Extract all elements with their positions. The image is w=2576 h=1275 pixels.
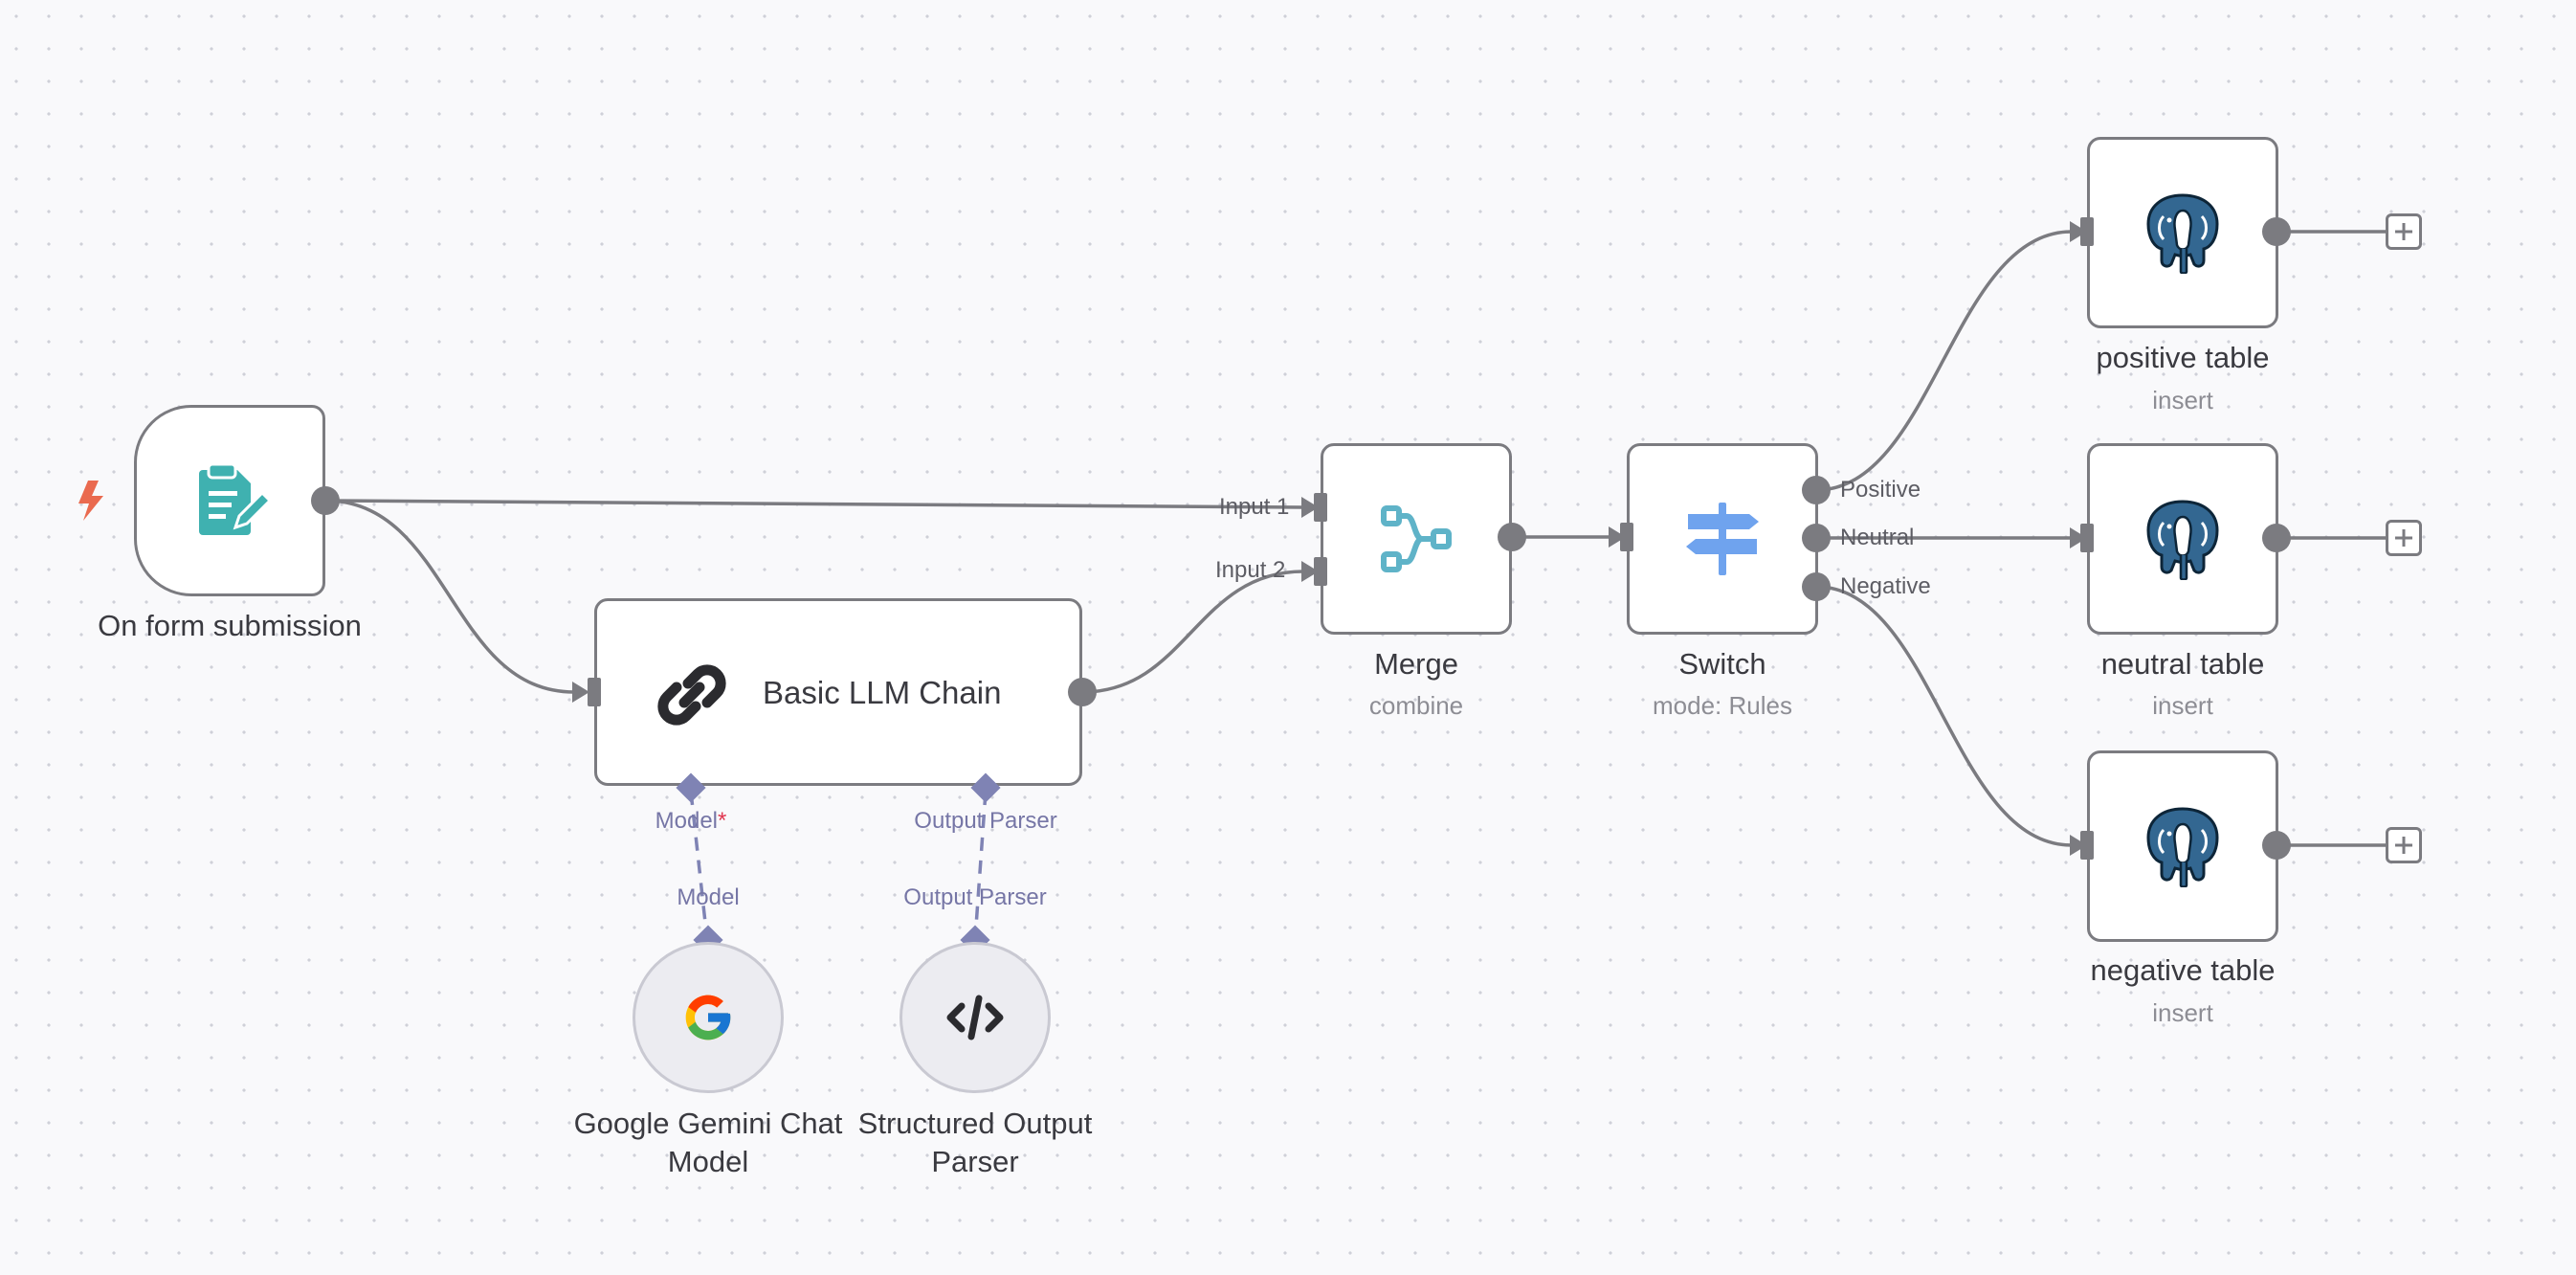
switch-negative-handle[interactable] — [1802, 572, 1831, 601]
postgres-elephant-icon — [2146, 193, 2219, 274]
neutral-input-handle[interactable] — [2080, 524, 2094, 552]
node-structured-output-parser[interactable] — [899, 942, 1051, 1093]
node-title: neutral table — [2100, 647, 2265, 681]
node-subtitle: insert — [2152, 386, 2213, 414]
chain-link-icon — [657, 664, 726, 726]
node-basic-llm-chain[interactable]: Basic LLM Chain — [594, 598, 1082, 786]
node-subtitle: insert — [2152, 998, 2213, 1027]
switch-positive-handle[interactable] — [1802, 476, 1831, 504]
llm-output-handle[interactable] — [1068, 678, 1097, 706]
parser-output-label: Output Parser — [903, 884, 1047, 910]
merge-input2-handle[interactable] — [1314, 557, 1327, 586]
add-node-button[interactable] — [2386, 213, 2422, 250]
merge-output-handle[interactable] — [1498, 523, 1526, 551]
node-title: positive table — [2096, 341, 2270, 374]
switch-output-label: Negative — [1840, 573, 1931, 599]
node-title: Basic LLM Chain — [763, 675, 1002, 710]
postgres-elephant-icon — [2146, 500, 2219, 580]
add-node-button[interactable] — [2386, 520, 2422, 556]
wire-form-to-llm — [324, 499, 575, 694]
arrow-switch-input — [1609, 526, 1626, 548]
wire-parser-to-llm-parser — [973, 791, 988, 941]
llm-input-handle[interactable] — [588, 678, 601, 706]
llm-output-parser-label: Output Parser — [914, 808, 1057, 834]
merge-input1-handle[interactable] — [1314, 493, 1327, 522]
arrow-merge-input2 — [1301, 561, 1319, 582]
llm-model-label: Model* — [655, 808, 727, 834]
positive-input-handle[interactable] — [2080, 217, 2094, 246]
lightning-bolt-icon — [78, 481, 103, 521]
switch-output-label: Positive — [1840, 477, 1921, 503]
negative-input-handle[interactable] — [2080, 831, 2094, 860]
negative-output-handle[interactable] — [2262, 831, 2291, 860]
wire-switch-positive-to-table — [1815, 230, 2073, 492]
switch-input-handle[interactable] — [1620, 523, 1633, 551]
node-title: Switch — [1678, 647, 1766, 681]
postgres-elephant-icon — [2146, 807, 2219, 887]
code-brackets-icon — [946, 995, 1004, 1040]
node-on-form-submission[interactable] — [134, 405, 325, 596]
merge-input-label: Input 2 — [1215, 557, 1286, 583]
node-neutral-table[interactable] — [2087, 443, 2278, 635]
wire-gemini-to-llm-model — [689, 791, 709, 941]
merge-icon — [1381, 505, 1452, 572]
wire-switch-negative-to-table — [1815, 585, 2073, 847]
google-g-icon — [685, 995, 731, 1040]
node-google-gemini-chat-model[interactable] — [633, 942, 784, 1093]
add-node-button[interactable] — [2386, 827, 2422, 863]
node-negative-table[interactable] — [2087, 750, 2278, 942]
node-title: negative table — [2090, 953, 2276, 987]
signpost-icon — [1686, 503, 1759, 575]
form-document-icon — [199, 462, 270, 535]
gemini-model-label: Model — [677, 884, 740, 910]
merge-input-label: Input 1 — [1219, 494, 1290, 520]
arrow-neutral-input — [2070, 527, 2087, 548]
arrow-merge-input1 — [1301, 497, 1319, 518]
node-subtitle: mode: Rules — [1653, 691, 1792, 720]
node-subtitle: combine — [1368, 691, 1464, 720]
arrow-llm-input — [572, 682, 589, 703]
neutral-output-handle[interactable] — [2262, 524, 2291, 552]
switch-neutral-handle[interactable] — [1802, 524, 1831, 552]
node-subtitle: insert — [2152, 691, 2213, 720]
node-title: Merge — [1374, 647, 1458, 681]
node-switch[interactable] — [1627, 443, 1818, 635]
positive-output-handle[interactable] — [2262, 217, 2291, 246]
arrow-negative-input — [2070, 835, 2087, 856]
node-merge[interactable] — [1321, 443, 1512, 635]
wire-form-to-merge-input1 — [324, 499, 1304, 509]
arrow-positive-input — [2070, 221, 2087, 242]
switch-output-label: Neutral — [1840, 525, 1915, 550]
node-positive-table[interactable] — [2087, 137, 2278, 328]
wire-llm-to-merge-input2 — [1081, 570, 1304, 694]
node-title: On form submission — [98, 609, 362, 642]
form-output-handle[interactable] — [311, 486, 340, 515]
